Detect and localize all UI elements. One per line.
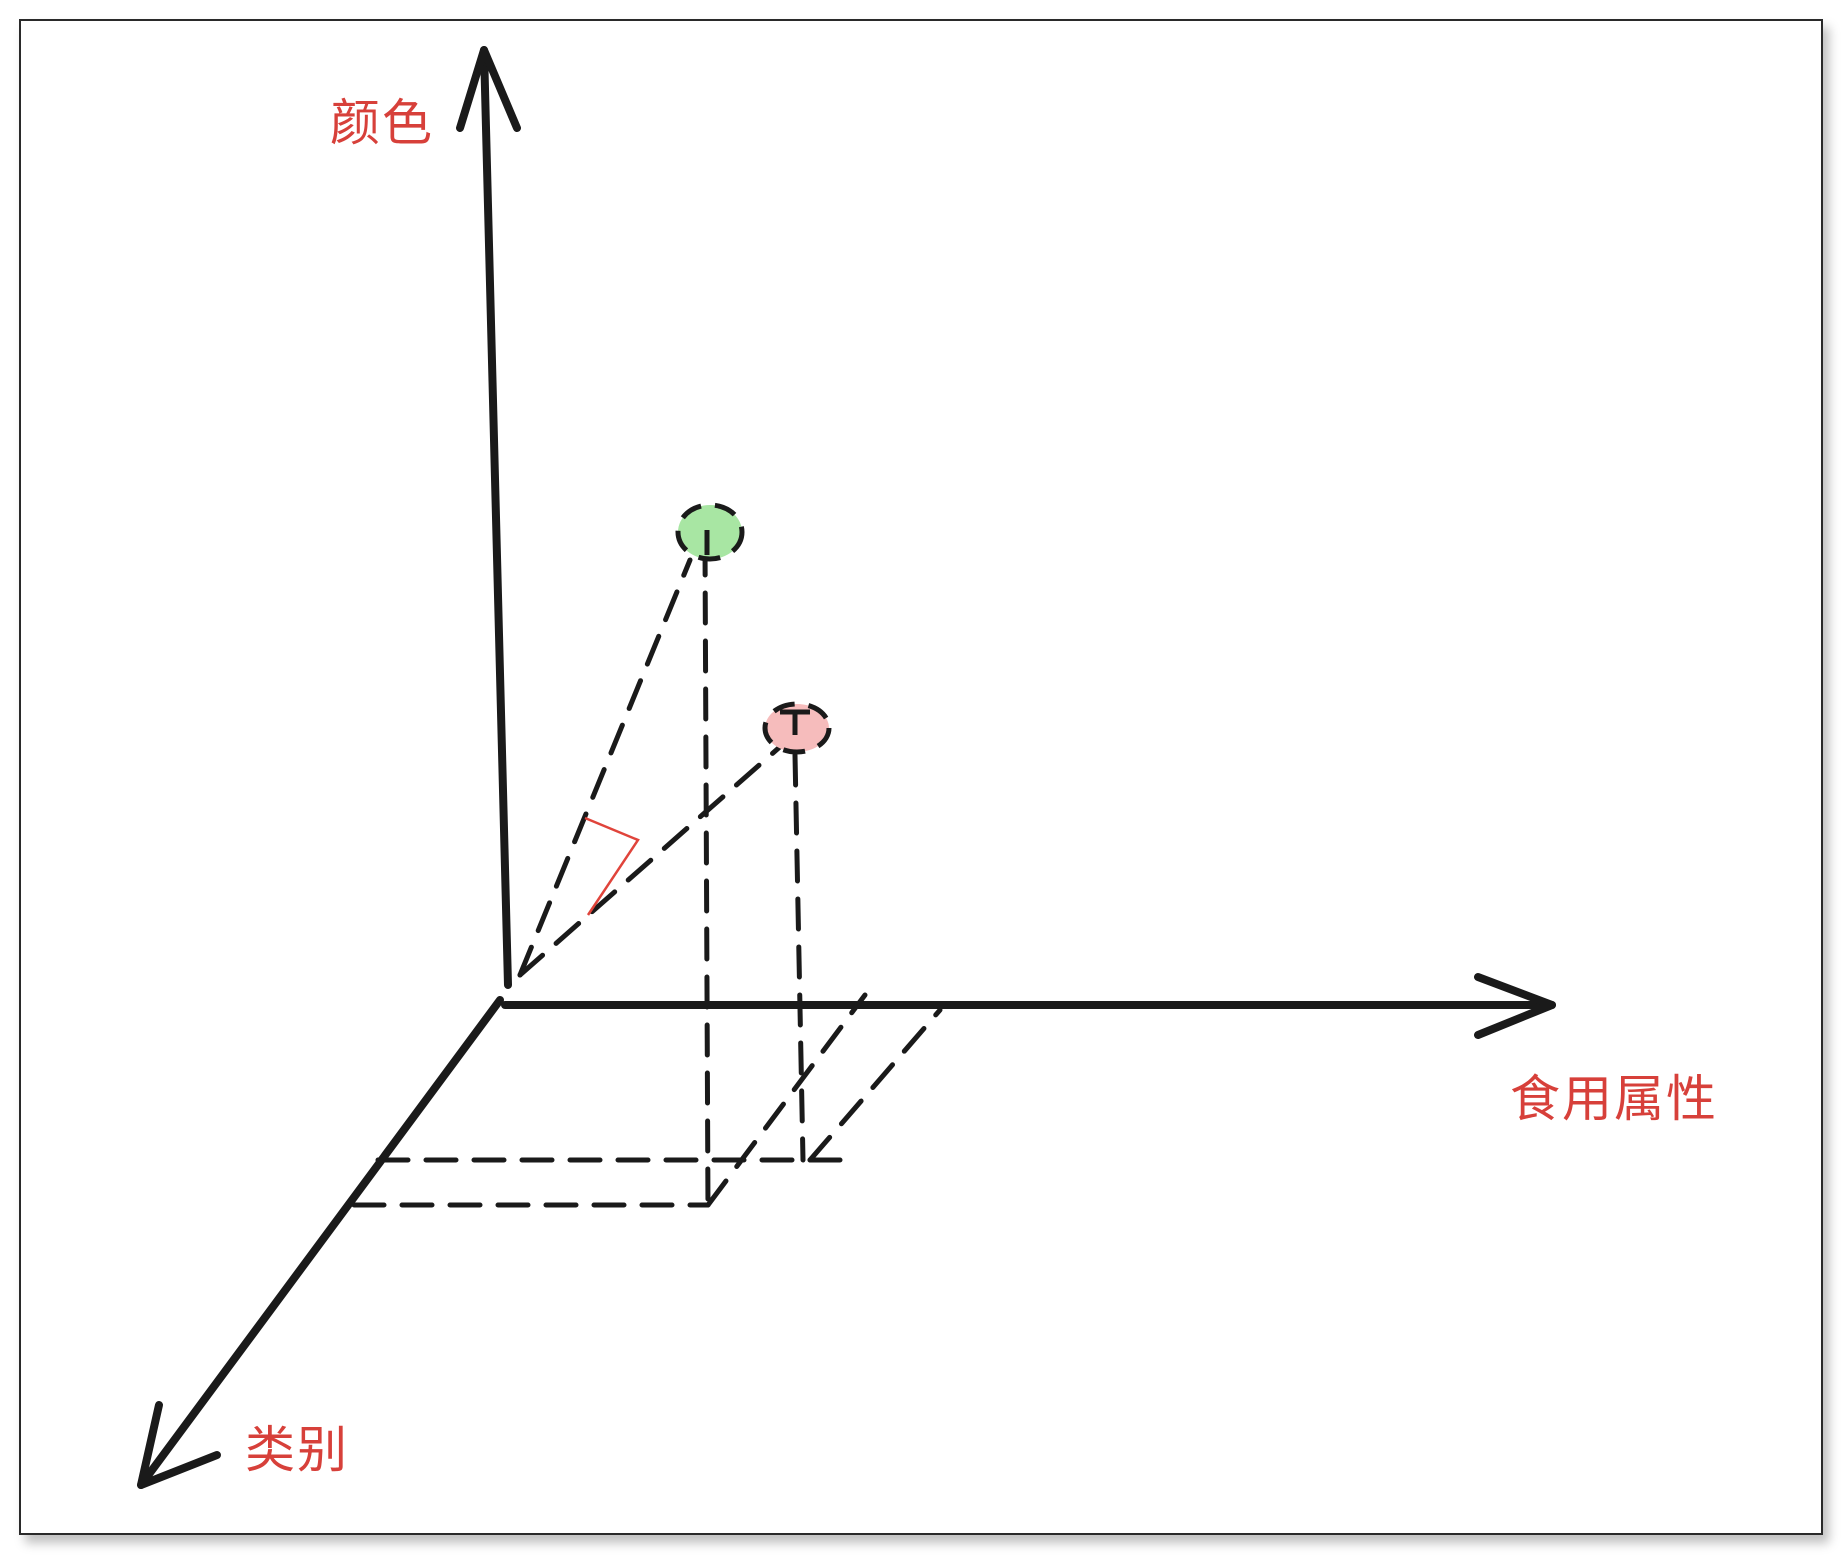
diagram-frame — [19, 19, 1823, 1535]
vertical-axis — [480, 46, 512, 989]
horizontal-axis-label: 食用属性 — [1510, 1070, 1718, 1128]
green-vector-line — [517, 557, 693, 978]
projection-lines — [351, 542, 943, 1213]
pink-vector-line — [517, 735, 793, 978]
depth-axis — [137, 996, 504, 1489]
pink-point-t-mark — [780, 709, 810, 735]
horizontal-axis-arrowhead — [1474, 973, 1556, 1039]
pink-drop-line — [792, 752, 806, 1163]
green-point — [675, 502, 745, 562]
floor-line-diagonal-green — [705, 992, 868, 1208]
depth-axis-label: 类别 — [245, 1421, 349, 1479]
floor-line-diagonal-pink — [807, 1007, 943, 1163]
vertical-axis-label: 颜色 — [330, 94, 434, 152]
vertical-axis-arrowhead — [456, 46, 521, 132]
green-drop-line — [702, 542, 711, 1213]
depth-axis-arrowhead — [137, 1401, 221, 1489]
right-angle-mark — [584, 816, 640, 916]
